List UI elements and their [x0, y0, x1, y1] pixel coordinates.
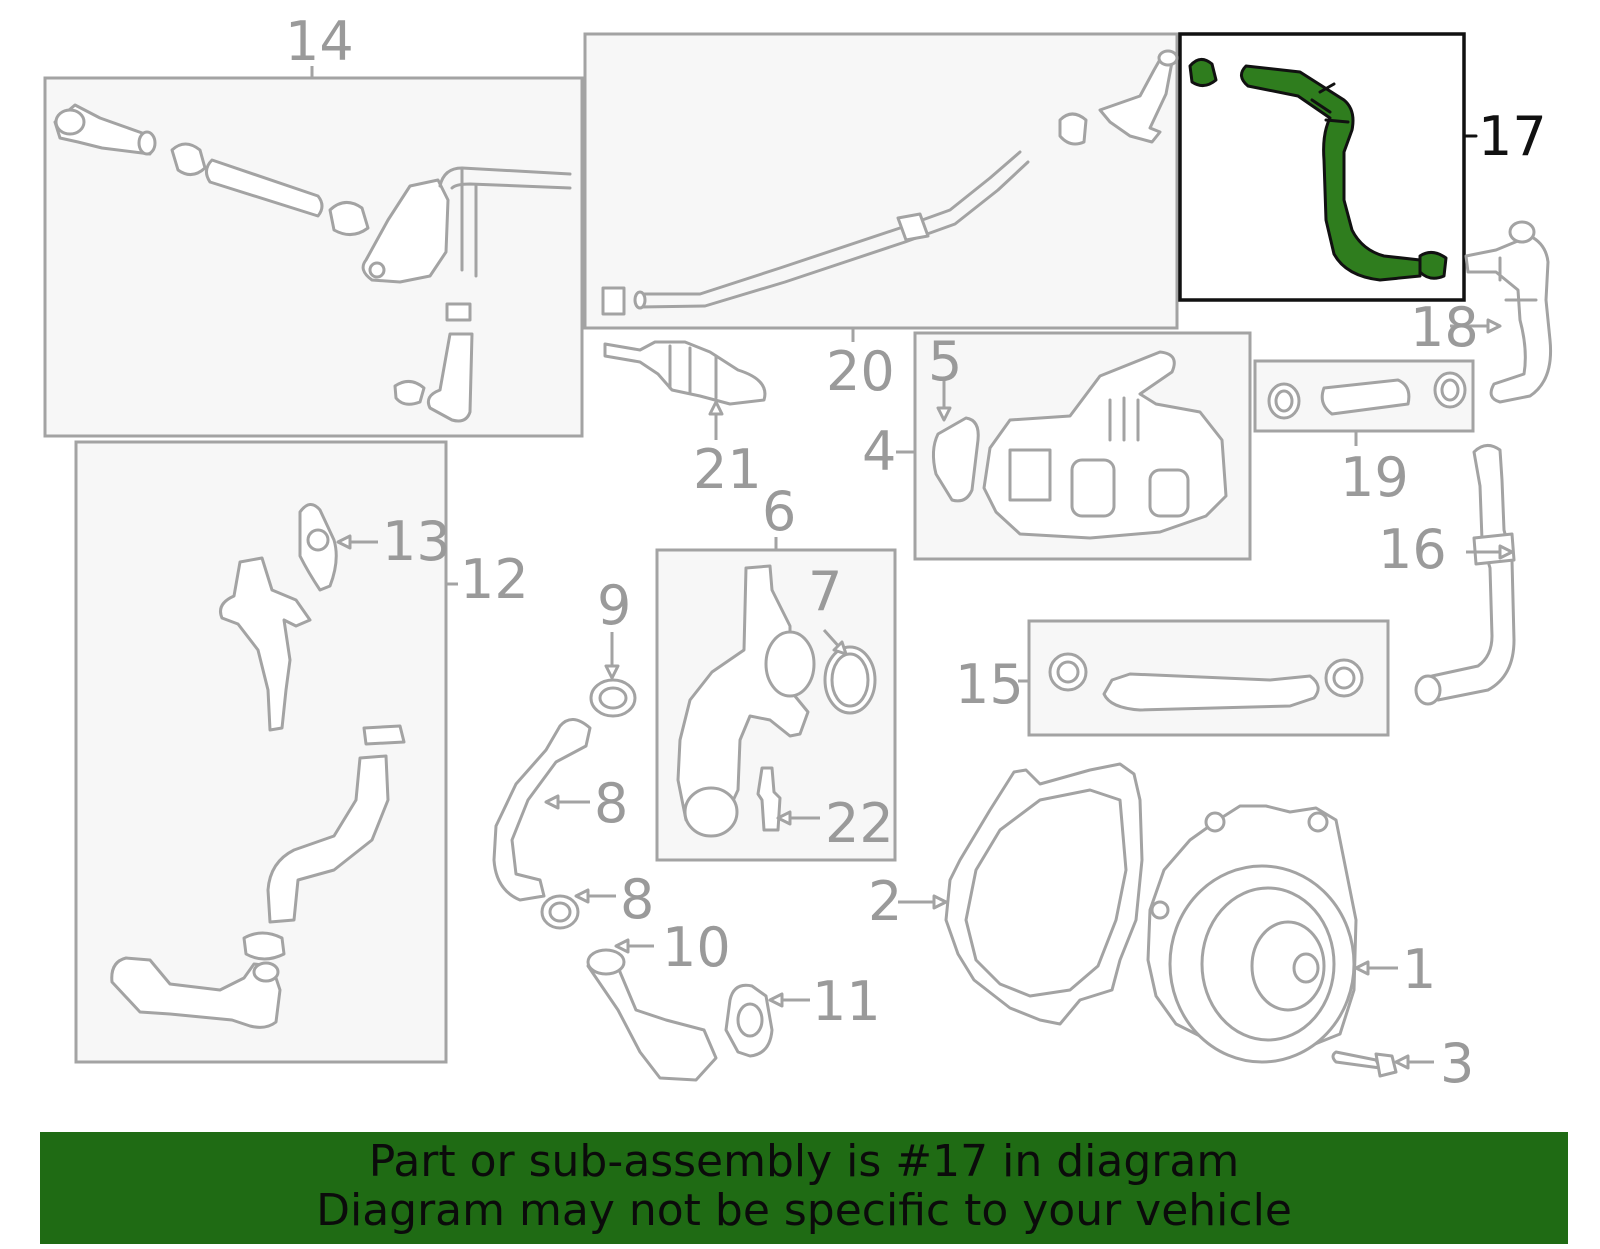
callout-16: 16 — [1378, 518, 1447, 581]
group-14-parts — [53, 103, 572, 423]
group-15-parts — [1048, 652, 1364, 712]
part-3-bolt — [1331, 1050, 1398, 1078]
part-21-sensor — [603, 340, 767, 406]
callout-6: 6 — [762, 480, 796, 543]
callout-15: 15 — [955, 653, 1024, 716]
callout-10: 10 — [662, 916, 731, 979]
callout-13: 13 — [382, 510, 451, 573]
callout-12: 12 — [460, 548, 529, 611]
callout-18: 18 — [1410, 296, 1479, 359]
callout-7: 7 — [808, 560, 842, 623]
callout-22: 22 — [825, 792, 894, 855]
callout-1: 1 — [1402, 938, 1436, 1001]
group-box-17 — [1178, 32, 1466, 302]
group-20-parts — [601, 49, 1179, 316]
part-17-hose — [1188, 58, 1448, 282]
group-box-20 — [583, 32, 1179, 330]
part-2-gasket — [944, 762, 1144, 1026]
callout-2: 2 — [868, 870, 902, 933]
callout-5: 5 — [928, 330, 962, 393]
group-6-parts — [676, 564, 877, 838]
callout-8-lower: 8 — [620, 868, 654, 931]
banner-line-part-number: Part or sub-assembly is #17 in diagram — [368, 1136, 1240, 1187]
group-12-parts — [110, 503, 406, 1029]
callout-8-upper: 8 — [594, 772, 628, 835]
callout-9: 9 — [597, 574, 631, 637]
group-5-parts — [931, 350, 1228, 540]
banner-line-disclaimer: Diagram may not be specific to your vehi… — [316, 1185, 1292, 1236]
part-1-water-pump — [1146, 804, 1358, 1064]
callout-14: 14 — [285, 10, 354, 73]
callout-19: 19 — [1340, 446, 1409, 509]
callout-20: 20 — [826, 340, 895, 403]
parts-8-9-10-11 — [492, 678, 774, 1082]
callout-4: 4 — [862, 420, 896, 483]
part-18-hose — [1464, 220, 1553, 404]
leader-lines — [310, 66, 1514, 1070]
callout-17: 17 — [1478, 105, 1547, 168]
callout-3: 3 — [1440, 1032, 1474, 1095]
group-19-parts — [1267, 371, 1467, 420]
callout-21: 21 — [693, 438, 762, 501]
callout-11: 11 — [812, 970, 881, 1033]
info-banner: Part or sub-assembly is #17 in diagram D… — [40, 1132, 1568, 1244]
